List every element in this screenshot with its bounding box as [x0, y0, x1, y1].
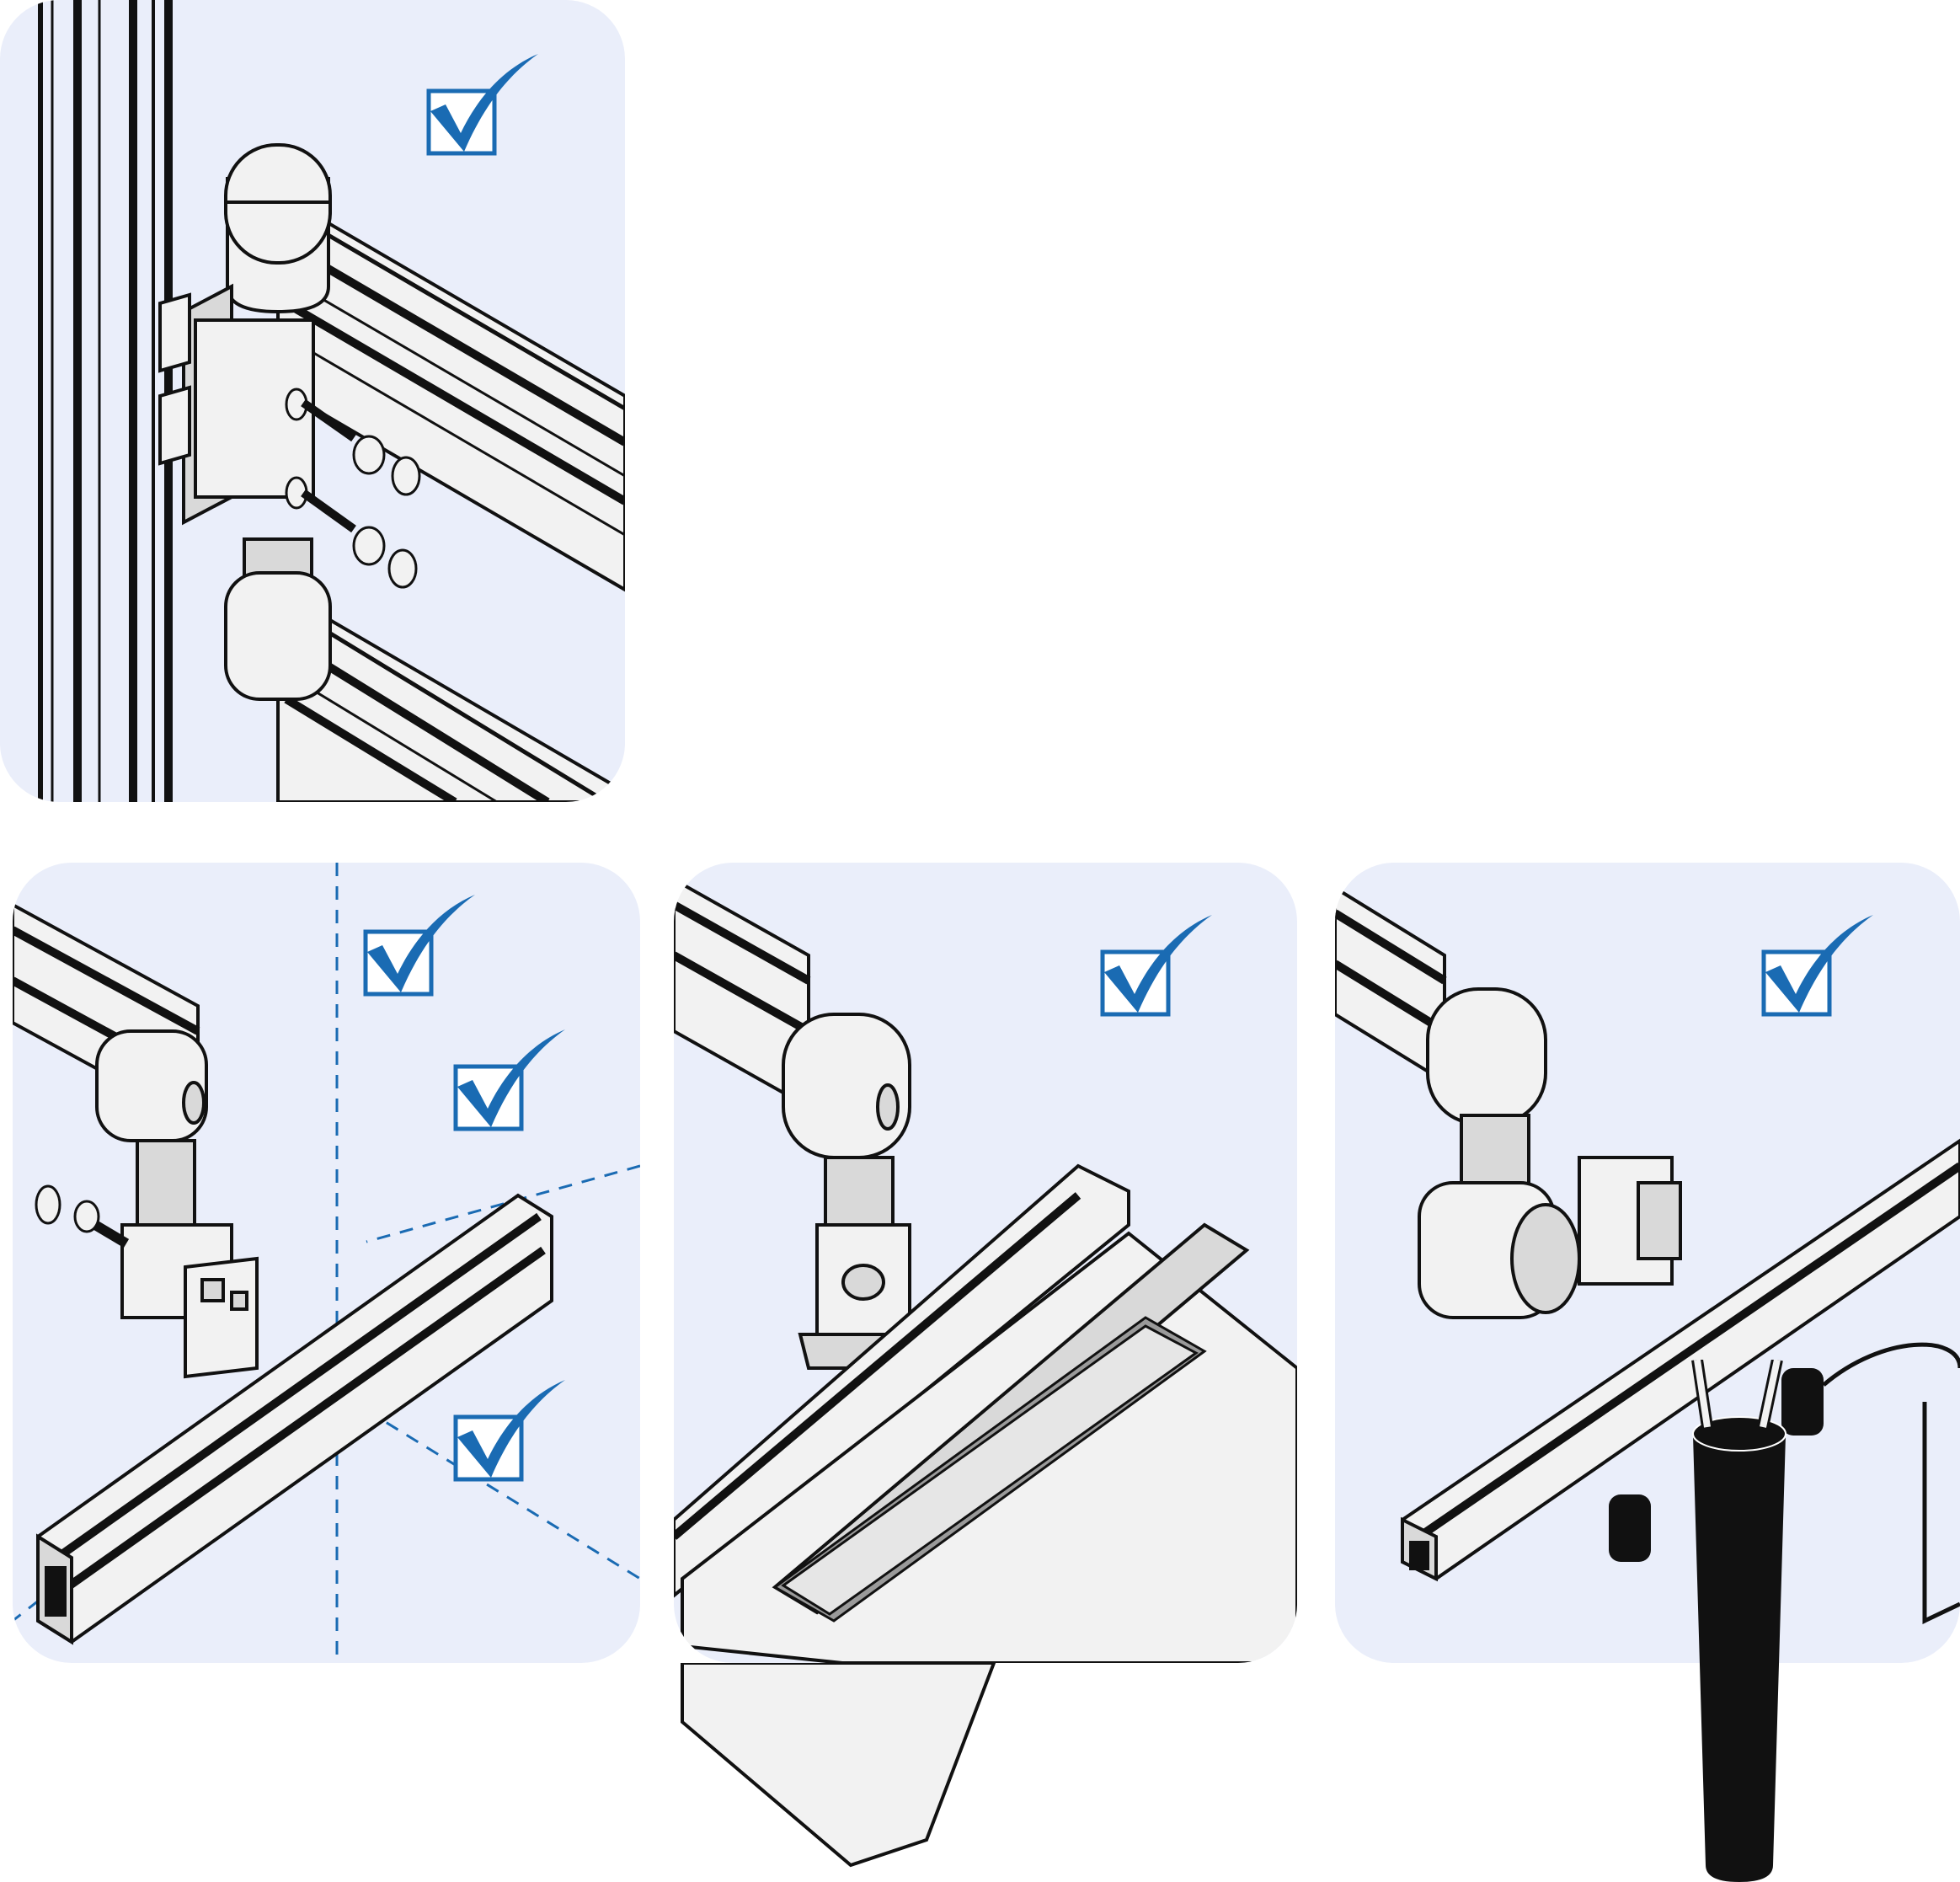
panel-hinge-connector	[0, 0, 625, 802]
main-profile	[36, 1193, 553, 1645]
upper-knuckle	[224, 143, 332, 314]
tool-holder-illustration	[1335, 863, 1960, 1663]
upper-profile	[674, 877, 811, 1110]
wire-hook	[1822, 1342, 1960, 1624]
screws	[285, 388, 421, 589]
panel-multi-angle-connector	[13, 863, 640, 1663]
rotating-connector	[1418, 987, 1682, 1319]
lower-diagonal-profile	[276, 586, 625, 802]
keyboard-tray-overflow	[681, 1663, 996, 1868]
keyboard-tray-illustration	[674, 863, 1297, 1663]
hinge-illustration	[0, 0, 625, 802]
main-profile	[674, 1163, 1130, 1598]
hinge-barrel	[224, 537, 332, 701]
panel-keyboard-tray-mount	[674, 863, 1297, 1663]
vertical-profile	[38, 0, 173, 802]
panel-tool-holder-mount	[1335, 863, 1960, 1663]
holder-clips	[1609, 1368, 1824, 1562]
multi-angle-illustration	[13, 863, 640, 1663]
upper-diagonal-profile	[276, 190, 625, 592]
keyboard	[772, 1316, 1207, 1623]
hinge-bracket	[158, 283, 315, 526]
elbow-connector	[95, 1029, 259, 1379]
screw-washer	[35, 1184, 130, 1248]
